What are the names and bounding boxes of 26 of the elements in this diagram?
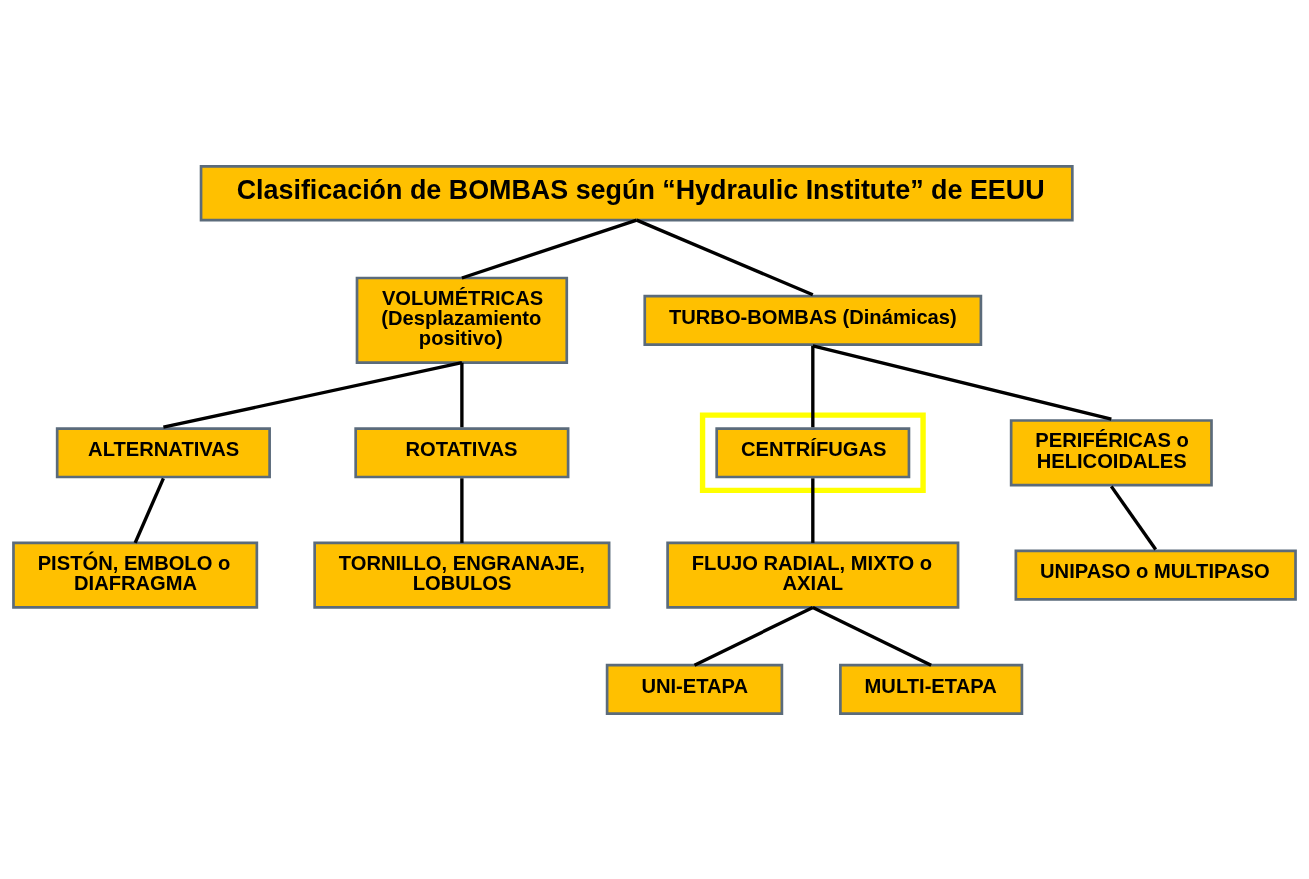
connector: [163, 360, 463, 429]
node-box: ROTATIVAS: [354, 426, 570, 478]
node-box: MULTI-ETAPA: [839, 663, 1024, 715]
connector: [460, 362, 464, 427]
cluster: [699, 411, 926, 493]
node-box: PISTÓN, EMBOLO o DIAFRAGMA: [12, 541, 259, 609]
connector: [693, 605, 814, 667]
connector: [1109, 484, 1158, 551]
connector: [461, 218, 638, 280]
connector: [811, 345, 815, 427]
connector: [812, 605, 932, 667]
node-box: TURBO-BOMBAS (Dinámicas): [643, 294, 983, 346]
connector: [133, 477, 165, 544]
connector: [812, 343, 1112, 421]
connector: [460, 477, 464, 543]
connector: [636, 218, 814, 296]
node-box: PERIFÉRICAS o HELICOIDALES: [1009, 418, 1213, 486]
node-box: FLUJO RADIAL, MIXTO o AXIAL: [666, 541, 960, 609]
node-box: ALTERNATIVAS: [55, 426, 271, 478]
connector: [811, 477, 815, 543]
node-box: UNI-ETAPA: [605, 663, 784, 715]
node-box: CENTRÍFUGAS: [715, 426, 911, 478]
node-box: UNIPASO o MULTIPASO: [1014, 549, 1297, 601]
node-box: Clasificación de BOMBAS según “Hydraulic Institute” de EEUU: [199, 164, 1074, 221]
node-box: VOLUMÉTRICAS (Desplazamiento positivo): [355, 276, 569, 364]
node-box: TORNILLO, ENGRANAJE, LOBULOS: [313, 541, 611, 609]
